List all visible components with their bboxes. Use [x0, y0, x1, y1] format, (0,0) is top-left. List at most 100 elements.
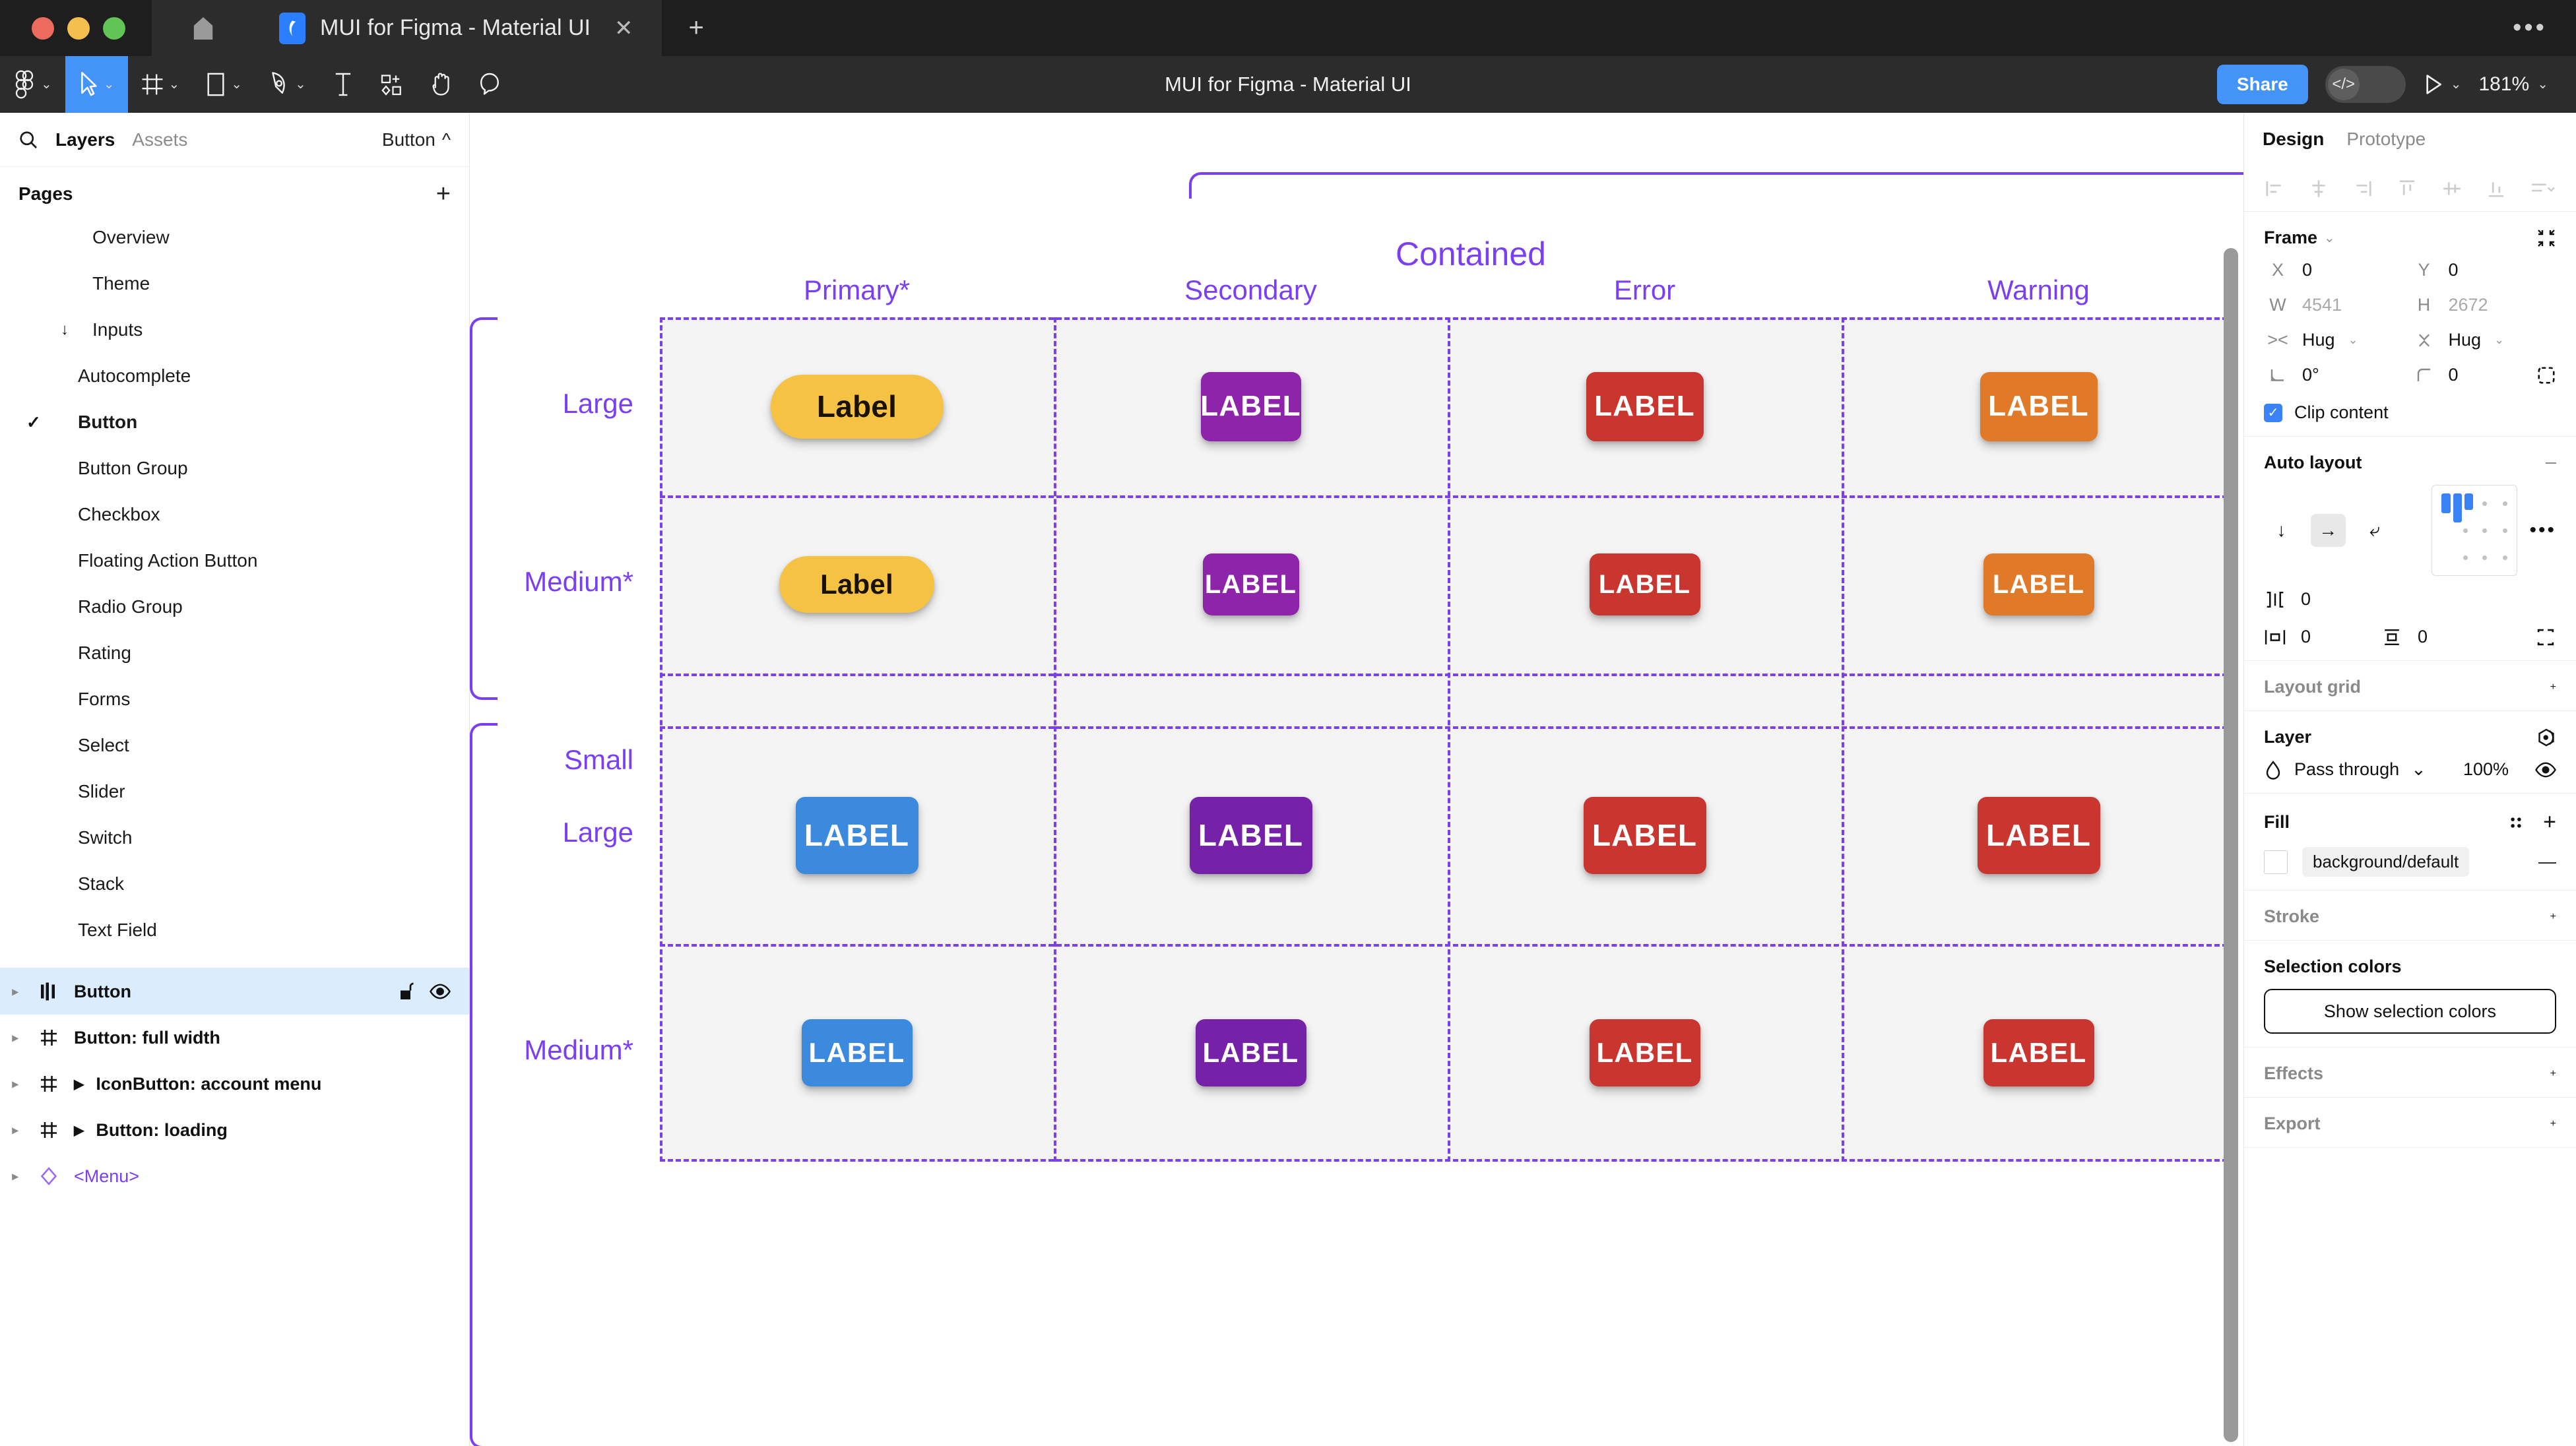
align-top-icon[interactable] [2397, 178, 2418, 199]
shape-tool-icon[interactable]: ⌄ [193, 56, 255, 113]
add-effect-button[interactable]: + [2550, 1067, 2556, 1079]
layer-expand-caret-icon[interactable]: ▸ [12, 1123, 18, 1137]
material-button[interactable]: LABEL [1977, 796, 2100, 874]
material-button[interactable]: LABEL [1189, 796, 1312, 874]
page-item-text-field[interactable]: Text Field [0, 907, 469, 953]
align-vertical-center-icon[interactable] [2441, 178, 2463, 199]
canvas-vertical-scrollbar[interactable] [2224, 248, 2238, 1442]
material-button[interactable]: LABEL [1589, 553, 1700, 615]
page-item-slider[interactable]: Slider [0, 769, 469, 815]
browser-tab[interactable]: MUI for Figma - Material UI ✕ [254, 0, 662, 56]
page-item-switch[interactable]: Switch [0, 815, 469, 861]
layer-row[interactable]: ▸▶IconButton: account menu [0, 1061, 469, 1107]
layer-visibility-icon[interactable] [2535, 762, 2556, 778]
tab-layers[interactable]: Layers [55, 129, 115, 150]
independent-corners-icon[interactable] [2536, 365, 2556, 385]
layer-inner-expand-icon[interactable]: ▶ [74, 1123, 84, 1138]
direction-vertical-button[interactable]: ↓ [2276, 520, 2286, 540]
clip-content-checkbox[interactable]: ✓ [2264, 403, 2282, 422]
comment-tool-icon[interactable] [466, 56, 513, 113]
add-stroke-button[interactable]: + [2550, 910, 2556, 922]
text-tool-icon[interactable] [319, 56, 367, 113]
frame-tool-icon[interactable]: ⌄ [128, 56, 193, 113]
page-item-floating-action-button[interactable]: Floating Action Button [0, 538, 469, 584]
page-item-stack[interactable]: Stack [0, 861, 469, 907]
tab-prototype[interactable]: Prototype [2346, 129, 2426, 149]
align-right-icon[interactable] [2352, 178, 2373, 199]
page-item-inputs[interactable]: ↓Inputs [0, 307, 469, 353]
resources-tool-icon[interactable] [367, 56, 417, 113]
hand-tool-icon[interactable] [417, 56, 466, 113]
material-button[interactable]: LABEL [1195, 1019, 1306, 1086]
horizontal-padding-value[interactable]: 0 [2301, 627, 2311, 646]
search-icon[interactable] [18, 130, 38, 150]
figma-menu-icon[interactable]: ⌄ [0, 56, 65, 113]
fill-color-swatch[interactable] [2264, 850, 2288, 874]
material-button[interactable]: LABEL [795, 796, 918, 874]
minimize-window-button[interactable] [67, 16, 90, 40]
page-item-forms[interactable]: Forms [0, 676, 469, 722]
collapse-frame-icon[interactable] [2536, 228, 2556, 248]
rotation-field[interactable]: 0° [2264, 365, 2410, 385]
layer-inner-expand-icon[interactable]: ▶ [74, 1077, 84, 1092]
close-window-button[interactable] [32, 16, 54, 40]
page-item-select[interactable]: Select [0, 722, 469, 769]
new-tab-icon[interactable]: + [688, 13, 704, 42]
clip-content-row[interactable]: ✓ Clip content [2264, 402, 2556, 423]
unlock-icon[interactable] [398, 982, 415, 1001]
add-layout-grid-button[interactable]: + [2550, 681, 2556, 693]
material-button[interactable]: LABEL [801, 1019, 913, 1086]
page-item-button-group[interactable]: Button Group [0, 445, 469, 491]
layer-row[interactable]: ▸Button: full width [0, 1015, 469, 1061]
layer-opacity-value[interactable]: 100% [2463, 759, 2509, 779]
material-button[interactable]: LABEL [1583, 796, 1706, 874]
direction-horizontal-button[interactable]: → [2310, 514, 2346, 547]
horizontal-resizing-field[interactable]: >< Hug ⌄ [2264, 330, 2410, 350]
blend-mode-value[interactable]: Pass through [2294, 759, 2400, 779]
auto-layout-more-button[interactable]: ••• [2529, 519, 2556, 541]
layer-row[interactable]: ▸<Menu> [0, 1153, 469, 1199]
add-fill-button[interactable]: + [2543, 809, 2556, 834]
remove-auto-layout-button[interactable]: — [2546, 456, 2556, 468]
alignment-picker[interactable] [2431, 485, 2518, 576]
remove-fill-button[interactable]: — [2538, 852, 2556, 871]
material-button[interactable]: LABEL [1200, 371, 1301, 441]
layer-expand-caret-icon[interactable]: ▸ [12, 1030, 18, 1044]
layer-expand-caret-icon[interactable]: ▸ [12, 1169, 18, 1183]
material-button[interactable]: Label [779, 556, 934, 613]
vertical-padding-value[interactable]: 0 [2418, 627, 2428, 646]
visibility-icon[interactable] [430, 984, 451, 999]
share-button[interactable]: Share [2216, 65, 2308, 104]
width-field[interactable]: W 4541 [2264, 295, 2410, 315]
page-item-theme[interactable]: Theme [0, 261, 469, 307]
layer-row[interactable]: ▸▶Button: loading [0, 1107, 469, 1153]
individual-padding-icon[interactable] [2535, 628, 2556, 646]
material-button[interactable]: LABEL [1586, 371, 1704, 441]
dev-mode-toggle[interactable]: </> [2325, 66, 2406, 103]
material-button[interactable]: LABEL [1589, 1019, 1700, 1086]
page-item-button[interactable]: ✓Button [0, 399, 469, 445]
add-page-button[interactable]: + [435, 180, 451, 208]
fill-style-name[interactable]: background/default [2302, 847, 2470, 877]
tab-assets[interactable]: Assets [132, 129, 188, 150]
height-field[interactable]: H 2672 [2410, 295, 2557, 315]
corner-radius-field[interactable]: 0 [2410, 365, 2557, 385]
current-page-selector[interactable]: Button ^ [382, 129, 451, 150]
present-button[interactable]: ⌄ [2423, 73, 2462, 96]
home-button[interactable] [152, 0, 254, 56]
move-tool-icon[interactable]: ⌄ [65, 56, 128, 113]
page-item-autocomplete[interactable]: Autocomplete [0, 353, 469, 399]
maximize-window-button[interactable] [103, 16, 125, 40]
align-left-icon[interactable] [2264, 178, 2285, 199]
page-item-overview[interactable]: Overview [0, 214, 469, 261]
layer-expand-caret-icon[interactable]: ▸ [12, 1077, 18, 1090]
material-button[interactable]: LABEL [1202, 553, 1299, 615]
align-bottom-icon[interactable] [2486, 178, 2507, 199]
page-item-radio-group[interactable]: Radio Group [0, 584, 469, 630]
direction-wrap-button[interactable]: ⤶ [2369, 519, 2380, 540]
material-button[interactable]: Label [770, 374, 944, 439]
gap-value[interactable]: 0 [2301, 589, 2311, 609]
material-button[interactable]: LABEL [1980, 371, 2098, 441]
show-selection-colors-button[interactable]: Show selection colors [2264, 989, 2556, 1034]
